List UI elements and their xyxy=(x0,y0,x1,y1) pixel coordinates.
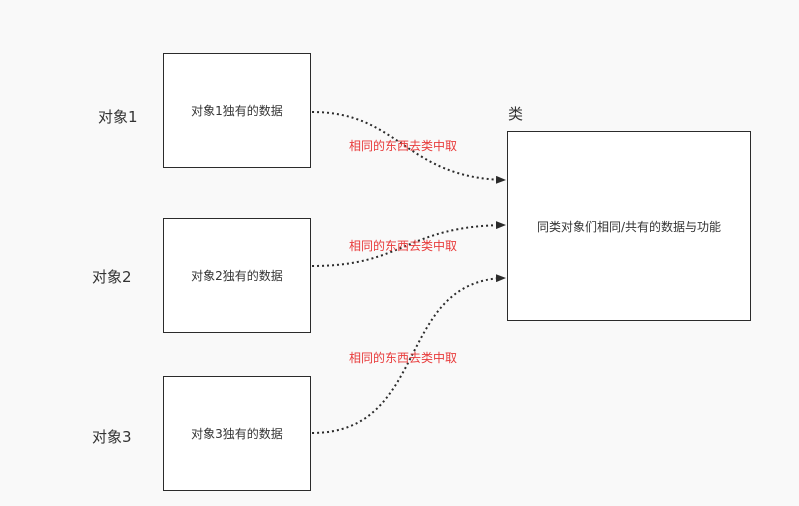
object-2-box: 对象2独有的数据 xyxy=(163,218,311,333)
class-box-text: 同类对象们相同/共有的数据与功能 xyxy=(536,219,722,234)
connector-3 xyxy=(311,274,506,434)
object-1-label: 对象1 xyxy=(98,108,138,126)
object-1-box: 对象1独有的数据 xyxy=(163,53,311,168)
class-box: 同类对象们相同/共有的数据与功能 xyxy=(507,131,751,321)
class-title: 类 xyxy=(508,105,524,123)
arrow-label-2: 相同的东西去类中取 xyxy=(349,239,458,253)
object-1-box-text: 对象1独有的数据 xyxy=(191,104,283,118)
object-3-box: 对象3独有的数据 xyxy=(163,376,311,491)
object-3-box-text: 对象3独有的数据 xyxy=(191,427,283,441)
arrow-label-3: 相同的东西去类中取 xyxy=(349,351,458,365)
object-2-box-text: 对象2独有的数据 xyxy=(191,269,283,283)
object-3-label: 对象3 xyxy=(92,428,132,446)
arrow-label-1: 相同的东西去类中取 xyxy=(349,139,458,153)
connector-2 xyxy=(311,221,506,267)
object-2-label: 对象2 xyxy=(92,268,132,286)
